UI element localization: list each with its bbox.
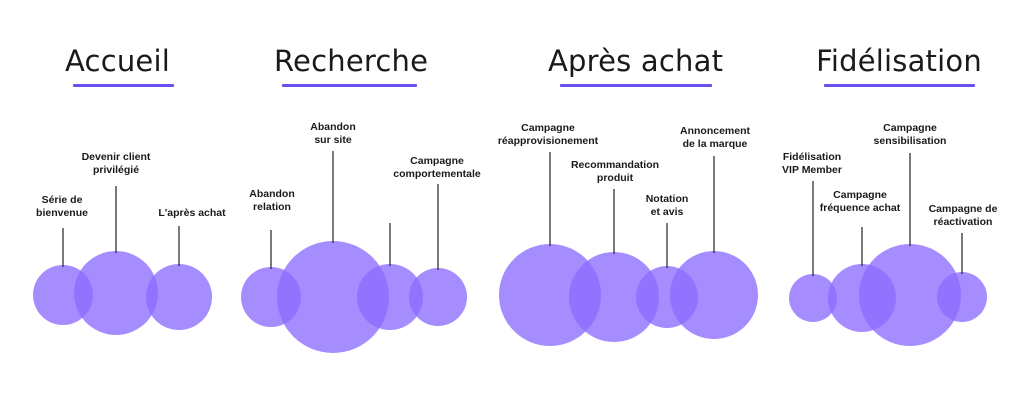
label-fidelisation-vip-member: Fidélisation VIP Member <box>782 151 842 177</box>
circle-fidelisation-vip-member <box>789 274 837 322</box>
circle-campagne-comportementale <box>409 268 467 326</box>
label-annoncement-de-la-marque: Annoncement de la marque <box>680 125 750 151</box>
label-line: bienvenue <box>36 207 88 219</box>
label-line: Notation <box>645 193 689 205</box>
circle-campagne-sensibilisation <box>859 244 961 346</box>
circle-abandon-sur-site <box>277 241 389 353</box>
label-campagne-de-reactivation: Campagne de réactivation <box>929 203 998 229</box>
label-line: réactivation <box>933 216 993 228</box>
label-abandon-relation: Abandon relation <box>249 188 295 214</box>
label-line: L'après achat <box>158 207 226 219</box>
label-campagne-sensibilisation: Campagne sensibilisation <box>874 122 947 148</box>
label-line: comportementale <box>393 168 481 180</box>
circle-devenir-client-privilegie <box>74 251 158 335</box>
label-line: Série de <box>41 194 83 206</box>
circle-campagne-reapprovisionement <box>499 244 601 346</box>
section-underline-apres-achat <box>560 84 712 87</box>
label-line: Devenir client <box>81 151 151 163</box>
section-title-fidelisation: Fidélisation <box>816 44 982 78</box>
label-line: Campagne <box>833 189 887 201</box>
label-line: produit <box>596 172 634 184</box>
label-line: Fidélisation <box>782 151 842 163</box>
label-campagne-comportementale: Campagne comportementale <box>393 155 481 181</box>
circle-campagne-de-reactivation <box>937 272 987 322</box>
section-underline-fidelisation <box>824 84 975 87</box>
label-campagne-frequence-achat: Campagne fréquence achat <box>820 189 901 215</box>
circle-recherche-3 <box>357 264 423 330</box>
label-line: sur site <box>314 134 352 146</box>
label-line: sensibilisation <box>873 135 947 147</box>
label-line: de la marque <box>682 138 748 150</box>
label-abandon-sur-site: Abandon sur site <box>310 121 356 147</box>
label-campagne-reapprovisionement: Campagne réapprovisionement <box>498 122 598 148</box>
section-title-recherche: Recherche <box>274 44 429 78</box>
label-line: Campagne de <box>928 203 998 215</box>
circle-recommandation-produit <box>569 252 659 342</box>
label-notation-et-avis: Notation et avis <box>646 193 689 219</box>
label-line: Abandon <box>249 188 295 200</box>
label-line: réapprovisionement <box>497 135 599 147</box>
label-line: Annoncement <box>679 125 751 137</box>
section-title-apres-achat: Après achat <box>548 44 724 78</box>
label-devenir-client-privilegie: Devenir client privilégié <box>82 151 151 177</box>
label-line: relation <box>253 201 291 213</box>
label-line: VIP Member <box>782 164 842 176</box>
section-underline-accueil <box>73 84 174 87</box>
label-line: Recommandation <box>570 159 660 171</box>
label-line: fréquence achat <box>819 202 901 214</box>
label-apres-achat: L'après achat <box>158 207 225 220</box>
label-line: Campagne <box>883 122 937 134</box>
label-line: privilégié <box>92 164 140 176</box>
circle-apres-achat <box>146 264 212 330</box>
section-underline-recherche <box>282 84 417 87</box>
section-title-accueil: Accueil <box>65 44 170 78</box>
label-line: Campagne <box>521 122 575 134</box>
label-line: et avis <box>650 206 684 218</box>
label-serie-de-bienvenue: Série de bienvenue <box>36 194 88 220</box>
circle-annoncement-de-la-marque <box>670 251 758 339</box>
label-line: Abandon <box>310 121 356 133</box>
label-line: Campagne <box>410 155 464 167</box>
label-recommandation-produit: Recommandation produit <box>571 159 659 185</box>
